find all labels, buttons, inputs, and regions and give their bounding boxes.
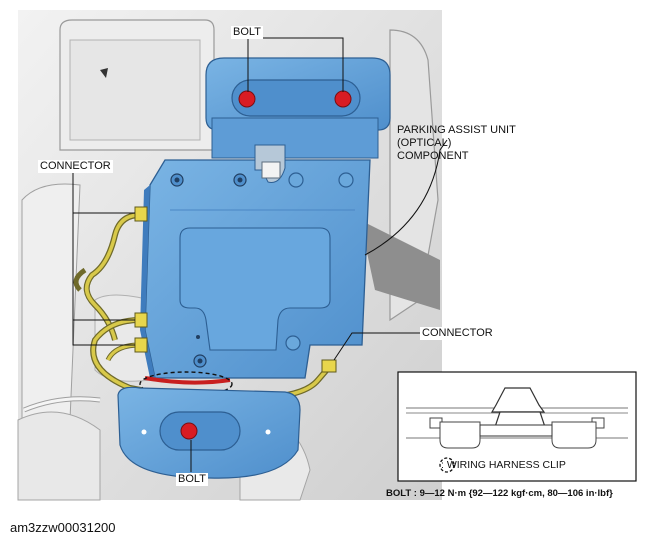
inset-harness-clip [397,371,637,482]
bottom-bracket [117,386,301,479]
bolts [180,90,352,440]
bolt-top-left [238,90,256,108]
parking-assist-unit [140,144,371,379]
label-bolt-top: BOLT [231,26,263,39]
torque-spec: BOLT : 9—12 N·m {92—122 kgf·cm, 80—106 i… [386,488,613,499]
inset-legend-text: : WIRING HARNESS CLIP [441,459,566,471]
bolt-bottom [180,422,198,440]
label-parking-assist-unit: PARKING ASSIST UNIT (OPTICAL) COMPONENT [397,124,516,162]
connectors [134,206,337,373]
label-connector-right: CONNECTOR [420,327,495,340]
label-connector-left: CONNECTOR [38,160,113,173]
label-bolt-bottom: BOLT [176,473,208,486]
figure-id-caption: am3zzw00031200 [10,520,116,535]
legend-dashed-circle-icon [439,457,455,473]
bolt-top-right [334,90,352,108]
top-bracket [205,57,391,159]
leader-lines [72,37,448,472]
